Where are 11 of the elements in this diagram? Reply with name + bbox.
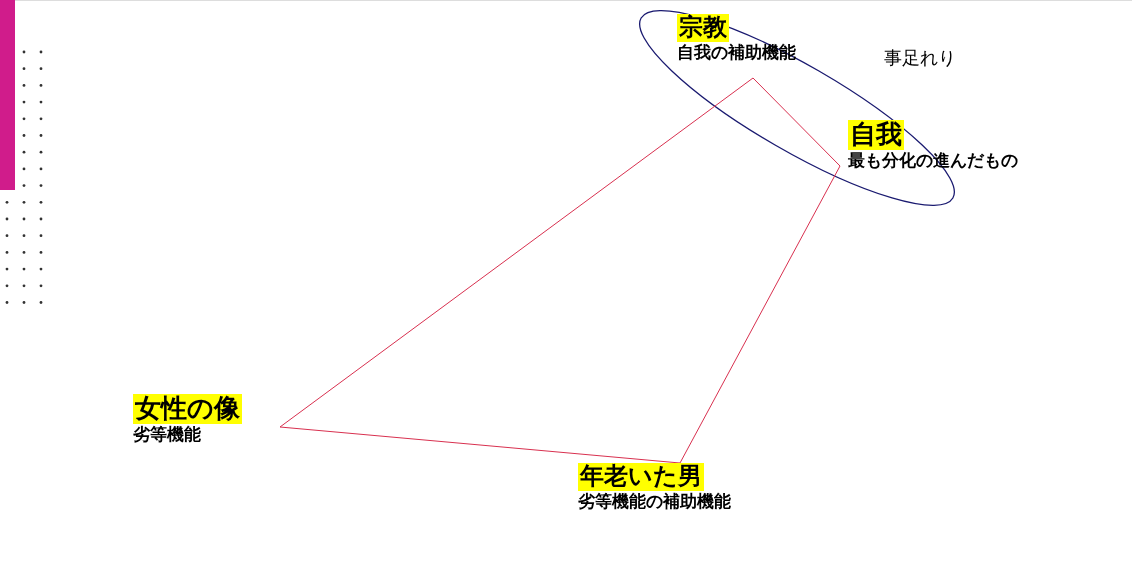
connector-line [279, 426, 681, 464]
connector-line [279, 77, 754, 428]
note-text: 事足れり [884, 46, 956, 70]
concept-heading: 年老いた男 [578, 463, 704, 491]
connector-line [752, 77, 841, 167]
connector-line [679, 165, 841, 464]
concept-description: 劣等機能の補助機能 [578, 490, 732, 511]
concept-heading: 自我 [848, 120, 904, 150]
concept-description: 劣等機能 [133, 423, 202, 445]
concept-heading: 女性の像 [133, 394, 242, 424]
concept-heading: 宗教 [677, 14, 729, 42]
